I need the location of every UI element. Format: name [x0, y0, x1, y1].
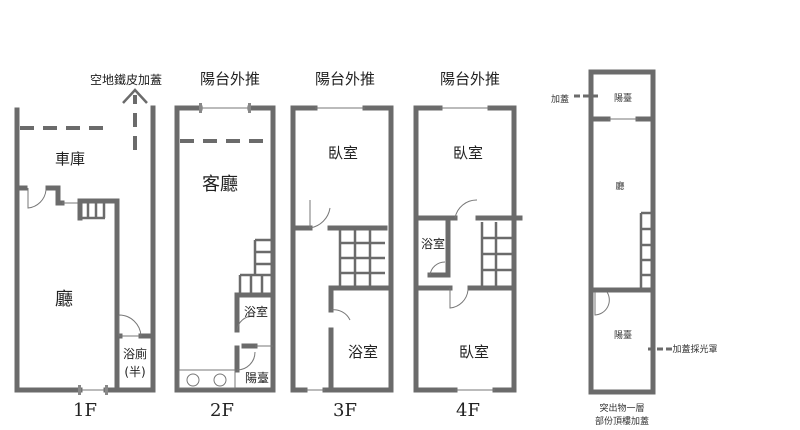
room-label: 浴廁: [123, 346, 147, 361]
floor-note: 陽台外推: [440, 70, 500, 88]
floor-4f-plan: 陽台外推 臥室 浴室 臥室 4F: [413, 70, 523, 421]
annotation-label: 加蓋: [551, 93, 569, 105]
floor-label: 3F: [333, 400, 357, 421]
roof-caption: 部份頂樓加蓋: [595, 415, 649, 427]
floor-3f-plan: 陽台外推 臥室 浴室 3F: [290, 70, 394, 421]
room-label: 廳: [615, 180, 624, 192]
annotation-label: 加蓋採光罩: [672, 343, 717, 355]
room-label: 浴室: [421, 236, 445, 251]
floor-note: 陽台外推: [315, 70, 375, 88]
roof-caption: 突出物一層: [599, 402, 644, 414]
room-label: 陽臺: [245, 370, 269, 385]
room-label: 臥室: [453, 144, 483, 162]
roof-plan: 加蓋 加蓋採光罩 陽臺 廳 陽臺 突出物一層 部份頂樓加蓋: [551, 69, 718, 427]
room-label: 客廳: [202, 174, 238, 195]
room-label: (半): [124, 365, 145, 379]
floor-label: 4F: [456, 400, 480, 421]
arrow-up-icon: [122, 88, 148, 104]
room-label: 臥室: [328, 144, 358, 162]
floor-note: 空地鐵皮加蓋: [90, 72, 162, 87]
floor-label: 1F: [73, 400, 97, 421]
floor-note: 陽台外推: [200, 70, 260, 88]
room-label: 廳: [55, 289, 73, 310]
room-label: 陽臺: [614, 92, 632, 104]
floor-label: 2F: [210, 400, 234, 421]
room-label: 浴室: [348, 343, 378, 361]
room-label: 浴室: [244, 304, 268, 319]
room-label: 陽臺: [614, 329, 632, 341]
floor-1f-plan: 浴廁 (半) 車庫 廳 空地鐵皮加蓋 1F: [14, 72, 162, 421]
room-label: 臥室: [459, 343, 489, 361]
floor-2f-plan: 陽台外推 客廳 浴室 陽臺 2F: [174, 70, 276, 421]
door-icon: [27, 188, 47, 209]
room-label: 車庫: [55, 150, 85, 168]
